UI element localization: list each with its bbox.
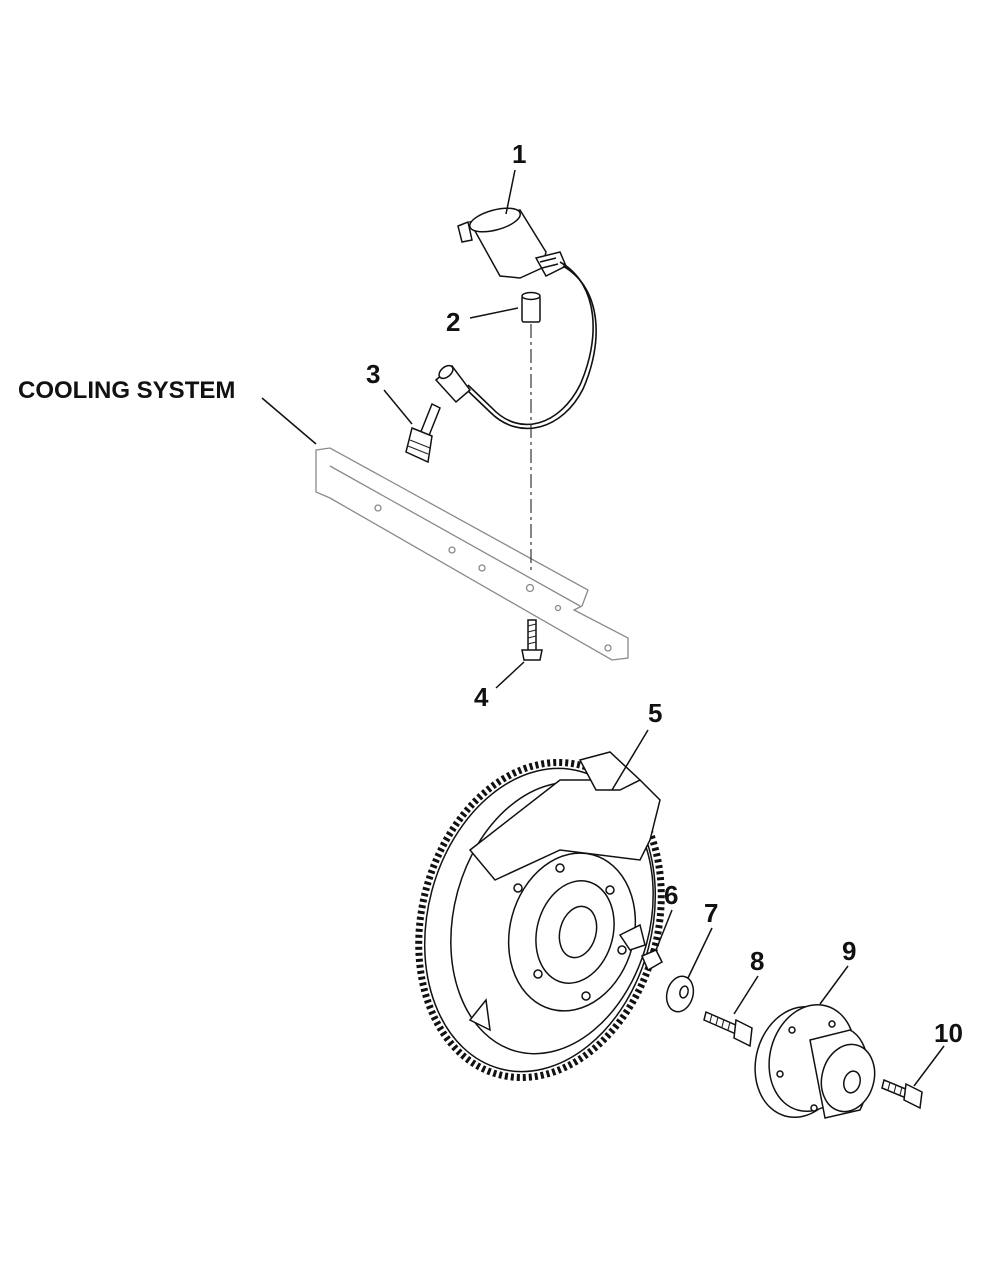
- section-label-leader: [261, 397, 317, 445]
- callout-1: 1: [512, 139, 526, 169]
- part-2-spacer: [521, 291, 541, 574]
- callout-9: 9: [842, 936, 856, 966]
- part-8-bolt: [703, 1010, 753, 1048]
- leader-8: [733, 975, 759, 1015]
- callout-3: 3: [366, 359, 380, 389]
- part-4-screw: [521, 619, 543, 661]
- cooling-system-bracket: [315, 447, 629, 661]
- callout-6: 6: [664, 880, 678, 910]
- callout-10: 10: [934, 1018, 963, 1048]
- section-label-cooling-system: COOLING SYSTEM: [18, 377, 235, 404]
- callout-7: 7: [704, 898, 718, 928]
- part-5-flywheel: [415, 751, 665, 1082]
- leader-9: [819, 965, 849, 1005]
- callout-4: 4: [474, 682, 489, 712]
- leader-6: [655, 909, 673, 951]
- callout-2: 2: [446, 307, 460, 337]
- leader-5: [611, 729, 649, 791]
- leader-1: [505, 169, 516, 215]
- part-7-washer: [665, 975, 695, 1013]
- part-10-bolt: [881, 1078, 923, 1110]
- leader-4: [495, 661, 525, 689]
- part-6-key: [641, 949, 663, 972]
- part-3-spark-plug: [405, 402, 441, 464]
- leader-7: [687, 927, 713, 979]
- leader-2: [469, 307, 519, 319]
- leader-3: [383, 389, 413, 425]
- leader-10: [913, 1045, 945, 1087]
- part-1-ignition-coil: [434, 207, 597, 430]
- callout-5: 5: [648, 698, 662, 728]
- callout-8: 8: [750, 946, 764, 976]
- part-9-hub: [754, 1003, 876, 1119]
